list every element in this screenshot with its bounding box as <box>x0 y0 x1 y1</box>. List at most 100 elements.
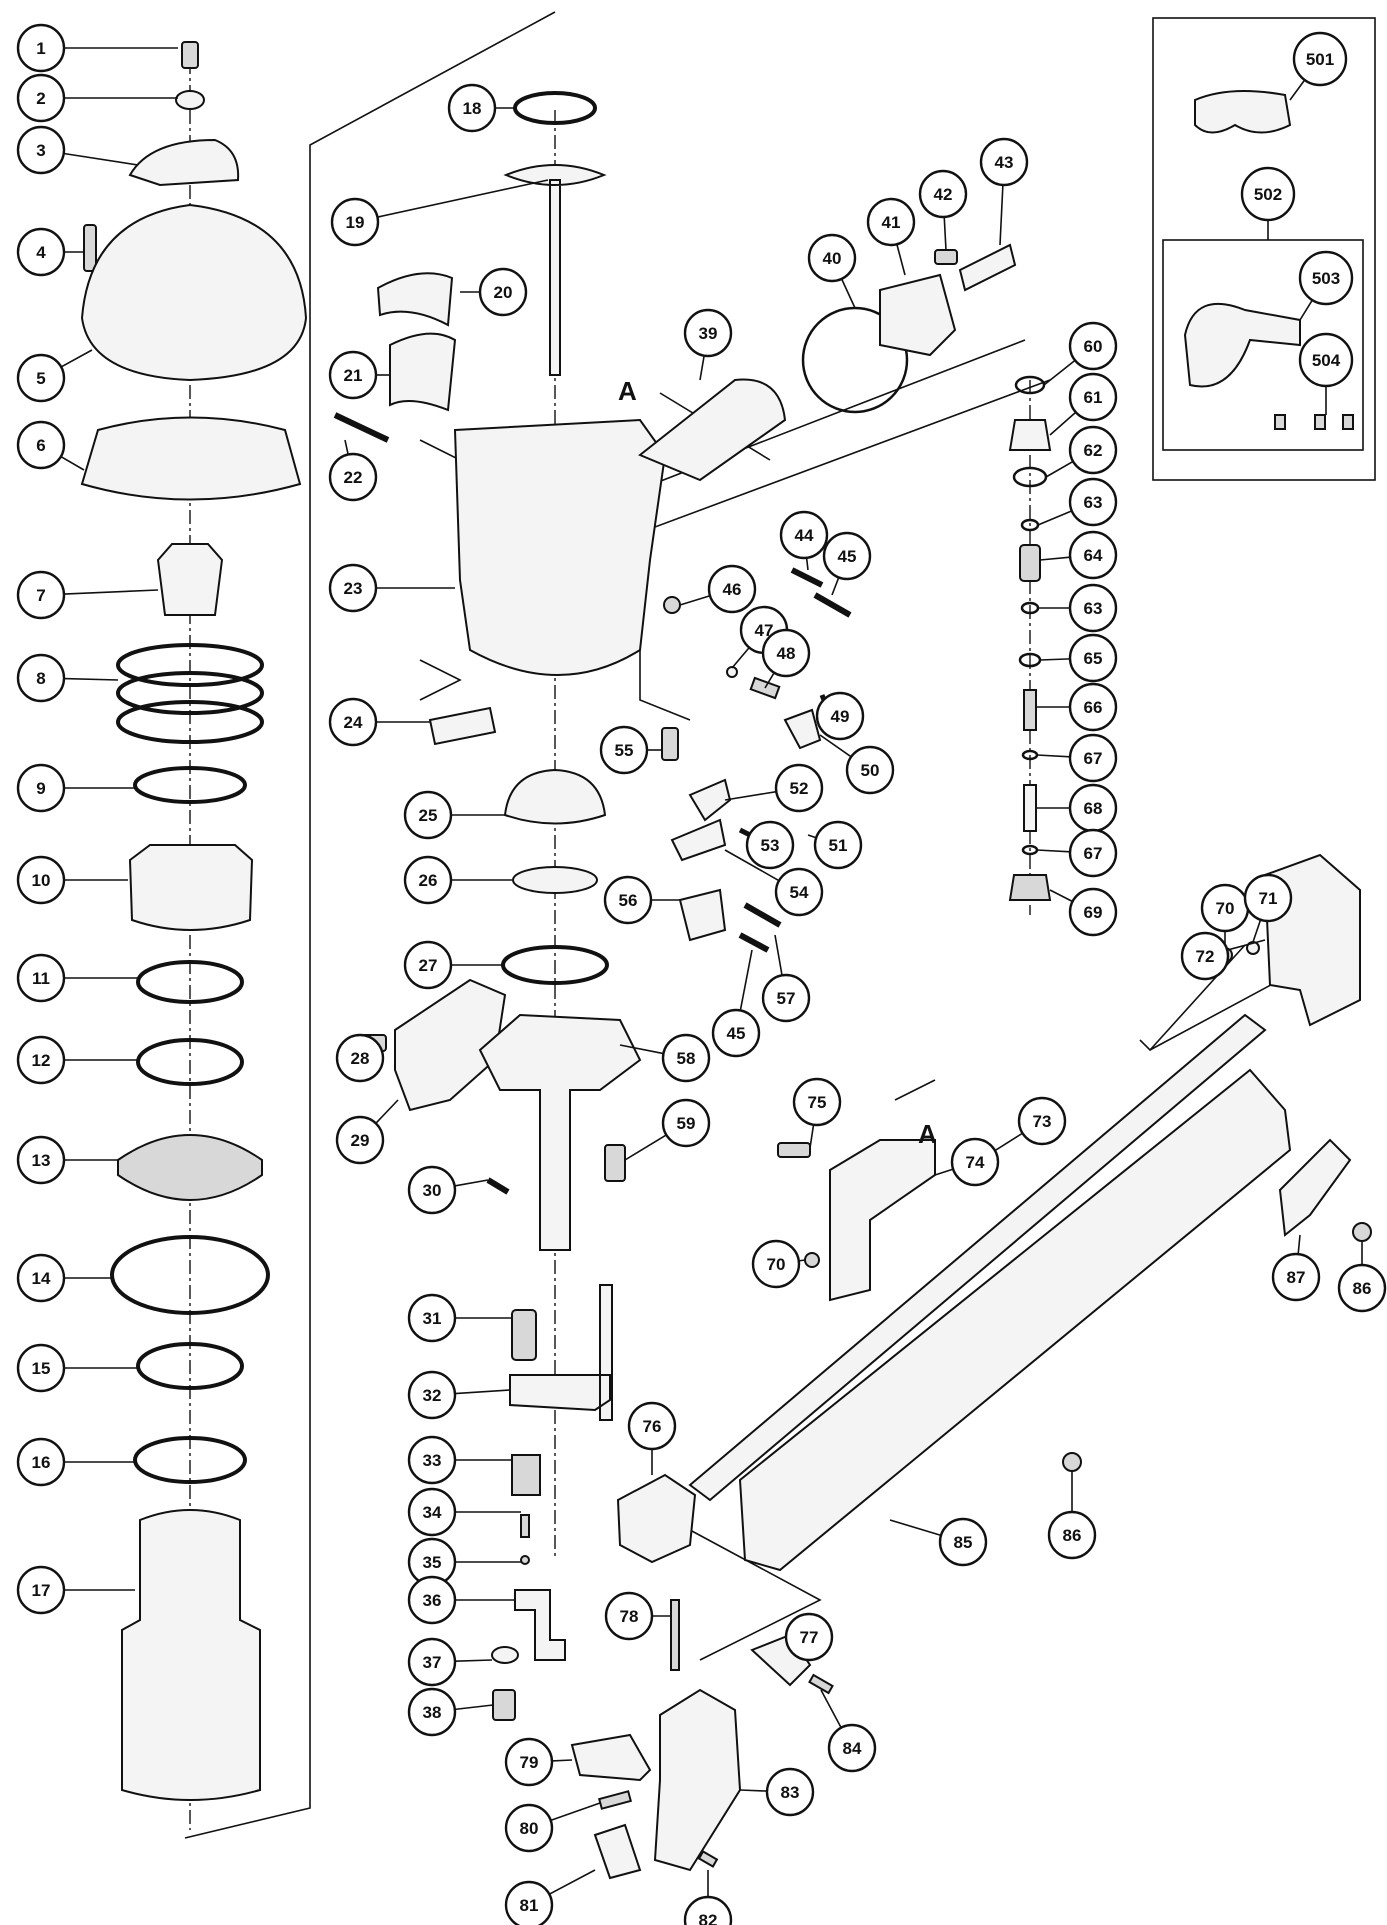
part-pin-30 <box>486 1177 510 1195</box>
callout-67: 67 <box>1068 733 1118 783</box>
callout-61: 61 <box>1068 372 1118 422</box>
part-bolt-86b <box>1062 1452 1082 1472</box>
callout-number: 71 <box>1259 889 1278 908</box>
callout-21: 21 <box>328 350 378 400</box>
part-plate-36 <box>514 1589 566 1661</box>
callout-circle <box>1068 633 1118 683</box>
callout-45: 45 <box>822 531 872 581</box>
callout-504: 504 <box>1298 332 1354 388</box>
callout-leader-85 <box>889 1519 942 1537</box>
callout-group: 1234567891011121314151617181920212223242… <box>16 23 1387 1925</box>
callout-number: 54 <box>790 883 809 902</box>
left-column-boundary <box>184 11 556 1839</box>
callout-leader-62 <box>1045 460 1074 478</box>
part-latch-87 <box>1278 1138 1352 1237</box>
callout-number: 60 <box>1084 337 1103 356</box>
callout-circle <box>792 1077 842 1127</box>
accessory-inner-frame <box>1162 239 1364 451</box>
callout-circle <box>604 1591 654 1641</box>
callout-leader-83 <box>739 1789 768 1792</box>
callout-leader-61 <box>1049 411 1077 436</box>
callout-number: 77 <box>800 1628 819 1647</box>
part-spring-55 <box>661 727 679 761</box>
callout-number: 46 <box>723 580 742 599</box>
callout-63: 63 <box>1068 583 1118 633</box>
callout-circle <box>407 1487 457 1537</box>
callout-number: 85 <box>954 1533 973 1552</box>
callout-number: 3 <box>36 141 45 160</box>
callout-leader-74 <box>934 1168 954 1176</box>
callout-51: 51 <box>813 820 863 870</box>
callout-circle <box>16 570 66 620</box>
callout-leader-30 <box>454 1179 489 1187</box>
callout-number: 47 <box>755 621 774 640</box>
part-washer-26 <box>512 866 598 894</box>
part-end-cap-41 <box>879 273 957 357</box>
callout-circle <box>407 1687 457 1737</box>
callout-59: 59 <box>661 1098 711 1148</box>
callout-31: 31 <box>407 1293 457 1343</box>
callout-circle <box>16 353 66 403</box>
part-pin-78 <box>670 1599 680 1671</box>
part-adjuster-33 <box>511 1454 541 1496</box>
callout-circle <box>330 197 380 247</box>
callout-62: 62 <box>1068 425 1118 475</box>
callout-48: 48 <box>761 628 811 678</box>
part-valve-sleeve-10 <box>128 844 254 931</box>
callout-leader-19 <box>377 179 549 218</box>
part-ring-12 <box>136 1038 244 1086</box>
part-spring-66 <box>1023 689 1037 731</box>
callout-number: 65 <box>1084 649 1103 668</box>
callout-leader-59 <box>624 1134 667 1161</box>
part-pin-84 <box>808 1673 834 1695</box>
callout-circle <box>765 1767 815 1817</box>
callout-56: 56 <box>603 875 653 925</box>
callout-number: 22 <box>344 468 363 487</box>
callout-leader-64 <box>1039 556 1071 561</box>
callout-circle <box>403 790 453 840</box>
callout-circle <box>683 308 733 358</box>
callout-12: 12 <box>16 1035 66 1085</box>
callout-76: 76 <box>627 1401 677 1451</box>
callout-number: 44 <box>795 526 814 545</box>
callout-number: 36 <box>423 1591 442 1610</box>
callout-number: 68 <box>1084 799 1103 818</box>
part-pin-82 <box>697 1850 719 1868</box>
part-end-cap-76 <box>616 1473 697 1564</box>
part-label-24 <box>428 706 497 746</box>
callout-number: 80 <box>520 1819 539 1838</box>
callout-circle <box>335 1115 385 1165</box>
callout-66: 66 <box>1068 682 1118 732</box>
callout-number: 2 <box>36 89 45 108</box>
part-spring-8-c <box>116 700 264 744</box>
callout-82: 82 <box>683 1895 733 1925</box>
callout-leader-42 <box>943 216 947 251</box>
callout-circle <box>827 1723 877 1773</box>
callout-40: 40 <box>807 233 857 283</box>
part-head-valve-7 <box>156 543 224 616</box>
callout-number: 67 <box>1084 749 1103 768</box>
callout-10: 10 <box>16 855 66 905</box>
callout-leader-67 <box>1036 849 1071 853</box>
callout-number: 1 <box>36 39 45 58</box>
callout-74: 74 <box>950 1137 1000 1187</box>
callout-leader-69 <box>1049 889 1073 903</box>
callout-leader-51 <box>807 834 817 839</box>
callout-circle <box>335 1033 385 1083</box>
callout-14: 14 <box>16 1253 66 1303</box>
callout-60: 60 <box>1068 321 1118 371</box>
callout-49: 49 <box>815 691 865 741</box>
callout-number: 58 <box>677 1049 696 1068</box>
callout-9: 9 <box>16 763 66 813</box>
part-o-ring-15 <box>136 1342 244 1390</box>
callout-circle <box>822 531 872 581</box>
part-guard-29 <box>394 978 507 1112</box>
callout-circle <box>950 1137 1000 1187</box>
callout-circle <box>1047 1510 1097 1560</box>
callout-circle <box>1068 828 1118 878</box>
callout-number: 48 <box>777 644 796 663</box>
callout-circle <box>328 563 378 613</box>
callout-501: 501 <box>1292 31 1348 87</box>
part-pin-45 <box>813 592 852 618</box>
part-hook-503 <box>1183 302 1301 388</box>
